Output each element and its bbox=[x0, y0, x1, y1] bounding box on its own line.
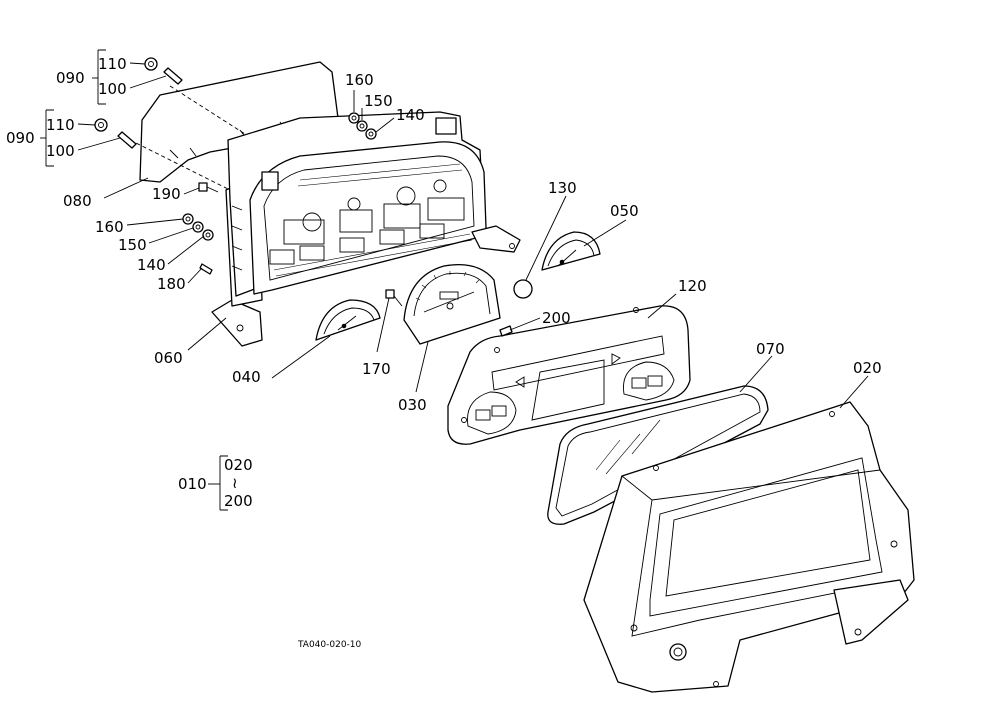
label-080: 080 bbox=[63, 192, 92, 210]
label-110-upper: 110 bbox=[98, 55, 127, 73]
label-160-upper: 160 bbox=[345, 71, 374, 89]
label-130: 130 bbox=[548, 179, 577, 197]
label-100-lower: 100 bbox=[46, 142, 75, 160]
leader-lines bbox=[40, 49, 869, 511]
label-200: 200 bbox=[542, 309, 571, 327]
part-030-tachometer bbox=[403, 263, 501, 345]
label-180: 180 bbox=[157, 275, 186, 293]
label-range-tilde: ≀ bbox=[232, 474, 238, 492]
label-120: 120 bbox=[678, 277, 707, 295]
label-040: 040 bbox=[232, 368, 261, 386]
part-130-lens bbox=[513, 279, 533, 299]
label-140-upper: 140 bbox=[396, 106, 425, 124]
hardware-parts bbox=[94, 57, 513, 337]
label-170: 170 bbox=[362, 360, 391, 378]
label-020-part: 020 bbox=[853, 359, 882, 377]
label-090-lower: 090 bbox=[6, 129, 35, 147]
label-150-upper: 150 bbox=[364, 92, 393, 110]
label-050: 050 bbox=[610, 202, 639, 220]
part-040-gauge bbox=[315, 299, 381, 341]
label-070: 070 bbox=[756, 340, 785, 358]
label-140-lower: 140 bbox=[137, 256, 166, 274]
label-090-upper: 090 bbox=[56, 69, 85, 87]
instrument-housing bbox=[227, 111, 521, 297]
label-range-start-020: 020 bbox=[224, 456, 253, 474]
label-010: 010 bbox=[178, 475, 207, 493]
drawing-code: TA040-020-10 bbox=[297, 640, 362, 650]
part-050-gauge bbox=[541, 231, 601, 271]
label-030: 030 bbox=[398, 396, 427, 414]
label-100-upper: 100 bbox=[98, 80, 127, 98]
part-labels: 110 090 100 110 090 100 080 160 150 140 … bbox=[6, 55, 882, 650]
label-110-lower: 110 bbox=[46, 116, 75, 134]
part-020-outer-case bbox=[583, 401, 915, 693]
label-160-lower: 160 bbox=[95, 218, 124, 236]
label-150-lower: 150 bbox=[118, 236, 147, 254]
part-070-glass bbox=[547, 385, 769, 525]
label-190: 190 bbox=[152, 185, 181, 203]
part-120-panel bbox=[447, 305, 691, 445]
label-060: 060 bbox=[154, 349, 183, 367]
label-range-end-200: 200 bbox=[224, 492, 253, 510]
